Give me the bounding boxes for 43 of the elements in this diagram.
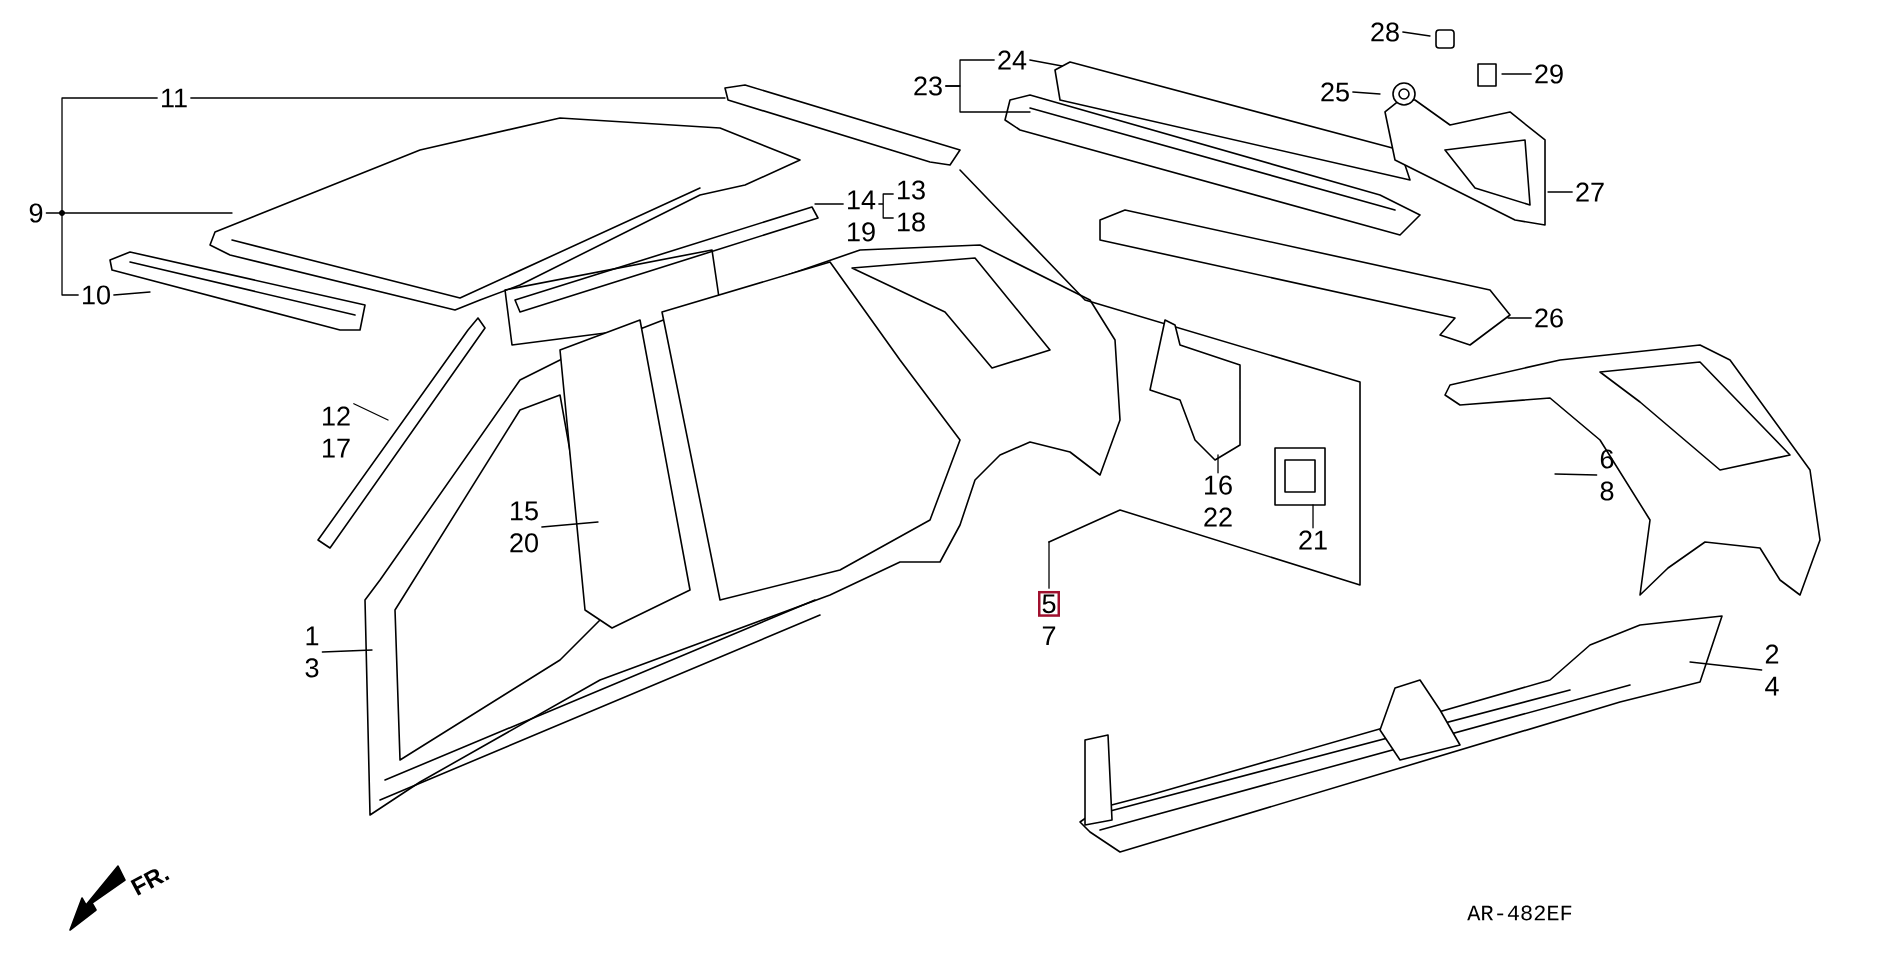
leader-line	[1547, 191, 1573, 193]
leader-line	[45, 212, 233, 214]
callout-number: 29	[1535, 64, 1563, 84]
callout-numbers: 13 18	[898, 180, 925, 232]
leader-line	[1507, 317, 1532, 319]
callout-number: 28	[1371, 22, 1399, 42]
leader-line	[113, 291, 151, 296]
callout-numbers: 2 4	[1765, 644, 1779, 696]
callout-number: 25	[1321, 82, 1349, 102]
callout-number: 11	[162, 88, 187, 108]
leader-line	[1217, 454, 1219, 474]
callout-number: 10	[83, 285, 110, 305]
leader-line	[814, 203, 844, 205]
callout-number: 26	[1535, 308, 1563, 328]
direction-label: FR.	[130, 869, 170, 896]
callout-number: 21	[1299, 530, 1327, 550]
leader-line	[1352, 91, 1381, 95]
leader-line	[945, 85, 1031, 113]
callout-numbers: 16 22	[1204, 475, 1232, 527]
leader-line	[190, 97, 726, 99]
callout-number: 9	[29, 203, 43, 223]
callout-number: 24	[998, 50, 1027, 70]
callout-numbers: 6 8	[1600, 449, 1614, 501]
leader-line	[1689, 661, 1763, 671]
callout-numbers: 1 3	[305, 626, 319, 678]
leader-line	[1029, 59, 1063, 67]
leader-line	[321, 649, 373, 653]
callout-number: 23	[914, 76, 942, 96]
leader-line	[1402, 31, 1431, 37]
callout-numbers: 15 20	[510, 501, 538, 553]
callout-numbers: 5 7	[1038, 590, 1060, 646]
callout-number: 27	[1576, 182, 1604, 202]
callout-numbers: 12 17	[323, 406, 350, 458]
leader-line	[1312, 504, 1314, 529]
leader-line	[1048, 541, 1050, 589]
bracket-line	[61, 97, 158, 296]
leader-line	[1554, 473, 1598, 476]
leader-line	[1501, 73, 1532, 75]
bracket-line	[878, 193, 894, 219]
callout-numbers: 14 19	[848, 190, 876, 242]
leader-line	[541, 521, 599, 528]
leader-line	[353, 403, 389, 421]
diagram-code: AR-482EF	[1467, 905, 1572, 921]
